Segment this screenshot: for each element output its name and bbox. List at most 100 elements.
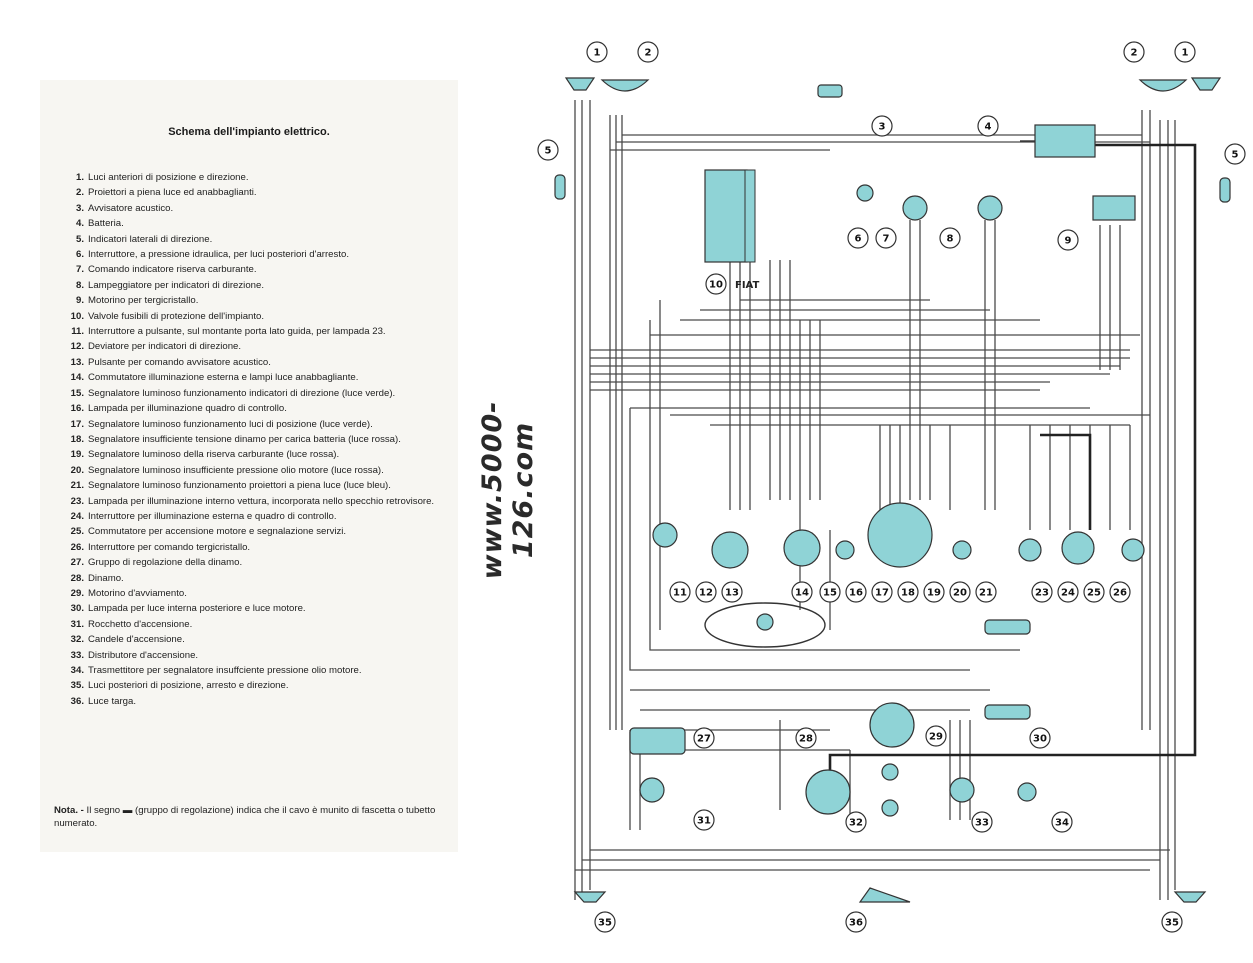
legend-item: 4. Batteria. <box>60 216 452 231</box>
label-circle <box>1051 811 1073 833</box>
label-circle <box>1057 581 1079 603</box>
component-label: 19 <box>923 581 945 603</box>
label-number: 14 <box>795 588 809 599</box>
label-circle <box>897 581 919 603</box>
component-label: 29 <box>925 725 947 747</box>
component-label: 28 <box>795 727 817 749</box>
legend-item-text: Trasmettitore per segnalatore insuffcien… <box>88 665 362 676</box>
component-label: 1 <box>586 41 608 63</box>
label-circle <box>693 727 715 749</box>
label-number: 24 <box>1061 588 1075 599</box>
label-circle <box>1083 581 1105 603</box>
component-label: 5 <box>1224 143 1246 165</box>
label-circle <box>693 809 715 831</box>
brake-light-switch <box>856 184 874 202</box>
component-label: 17 <box>871 581 893 603</box>
label-circle <box>923 581 945 603</box>
label-number: 36 <box>849 918 863 929</box>
component-label: 32 <box>845 811 867 833</box>
legend-item-text: Segnalatore luminoso della riserva carbu… <box>88 449 340 461</box>
legend-item-text: Batteria. <box>88 218 124 230</box>
lighting-switch-24 <box>1018 538 1042 562</box>
component-label: 12 <box>695 581 717 603</box>
legend-item: 7. Comando indicatore riserva carburante. <box>60 262 452 277</box>
legend-item: 6.Interruttore, a pressione idraulica, p… <box>60 247 452 262</box>
legend-item-text: Commutatore per accensione motore e segn… <box>88 526 347 538</box>
legend-item: 32.Candele d'accensione. <box>60 632 452 647</box>
wiper-switch <box>1121 538 1145 562</box>
legend-item-text: Interruttore per illuminazione esterna e… <box>88 510 337 522</box>
legend-item-text: Segnalatore luminoso funzionamento proie… <box>88 480 391 492</box>
component-label: 6 <box>847 227 869 249</box>
label-circle <box>845 581 867 603</box>
legend-title: Schema dell'impianto elettrico. <box>168 126 330 138</box>
wiper-motor <box>1092 195 1136 221</box>
component-label: 8 <box>939 227 961 249</box>
legend-item: 17.Segnalatore luminoso funzionamento lu… <box>60 417 452 432</box>
label-number: 5 <box>1232 150 1239 161</box>
label-number: 25 <box>1087 588 1101 599</box>
legend-item-text: Candele d'accensione. <box>88 634 185 646</box>
legend-item-text: Segnalatore luminoso insufficiente press… <box>88 464 384 476</box>
label-circle <box>949 581 971 603</box>
legend-item: 30.Lampada per luce interna posteriore e… <box>60 601 452 616</box>
label-circle <box>1174 41 1196 63</box>
label-number: 35 <box>598 918 612 929</box>
legend-item-number: 8. <box>75 279 84 291</box>
component-label: 23 <box>1031 581 1053 603</box>
legend-item-text: Segnalatore luminoso funzionamento luci … <box>88 418 373 430</box>
label-number: 20 <box>953 588 967 599</box>
label-number: 31 <box>697 816 711 827</box>
label-number: 13 <box>725 588 739 599</box>
label-number: 29 <box>929 732 943 743</box>
label-number: 3 <box>879 122 886 133</box>
legend-item-text: Interruttore a pulsante, sul montante po… <box>88 326 386 338</box>
legend-item-number: 15. <box>70 387 84 399</box>
legend-item-text: Avvisatore acustico. <box>88 202 174 214</box>
legend-item-text: Deviatore per indicatori di direzione. <box>88 341 242 353</box>
legend-item-number: 14. <box>70 372 84 384</box>
component-label: 34 <box>1051 811 1073 833</box>
legend-item-text: Lampeggiatore per indicatori di direzion… <box>88 279 264 291</box>
horn-button <box>704 602 826 648</box>
legend-item-number: 28. <box>70 572 84 584</box>
component-label: 18 <box>897 581 919 603</box>
label-number: 12 <box>699 588 713 599</box>
component-label: 4 <box>977 115 999 137</box>
legend-item-text: Motorino per tergicristallo. <box>88 295 199 307</box>
component-label: 36 <box>845 911 867 933</box>
legend-item-number: 7. <box>75 264 84 276</box>
side-indicator-left <box>554 174 566 200</box>
legend-item: 36.Luce targa. <box>60 694 452 709</box>
label-number: 23 <box>1035 588 1049 599</box>
label-circle <box>925 725 947 747</box>
label-circle <box>975 581 997 603</box>
front-position-light-right <box>1190 77 1222 91</box>
legend-item-text: Comando indicatore riserva carburante. <box>88 264 257 276</box>
legend-item-number: 12. <box>70 341 84 353</box>
legend-item-number: 4. <box>75 218 84 230</box>
legend-item: 8. Lampeggiatore per indicatori di direzi… <box>60 278 452 293</box>
indicator-lamp-21 <box>952 540 972 560</box>
label-circle <box>1031 581 1053 603</box>
legend-item: 23.Lampada per illuminazione interno vet… <box>60 494 452 509</box>
label-circle <box>1057 229 1079 251</box>
light-switch <box>783 529 821 567</box>
component-label: 30 <box>1029 727 1051 749</box>
legend-item-number: 29. <box>70 587 84 599</box>
component-label: 27 <box>693 727 715 749</box>
legend-item: 34.Trasmettitore per segnalatore insuffc… <box>60 663 452 678</box>
fuse-box: FIAT <box>704 169 760 291</box>
label-circle <box>791 581 813 603</box>
indicator-lamp-15 <box>835 540 855 560</box>
label-number: 34 <box>1055 818 1069 829</box>
dynamo <box>805 769 851 815</box>
legend-item-number: 19. <box>70 449 84 461</box>
battery-cable-branch <box>1040 433 1092 530</box>
label-number: 1 <box>594 48 601 59</box>
legend-item-number: 21. <box>70 480 84 492</box>
label-circle <box>977 115 999 137</box>
legend-item: 16.Lampada per illuminazione quadro di c… <box>60 401 452 416</box>
